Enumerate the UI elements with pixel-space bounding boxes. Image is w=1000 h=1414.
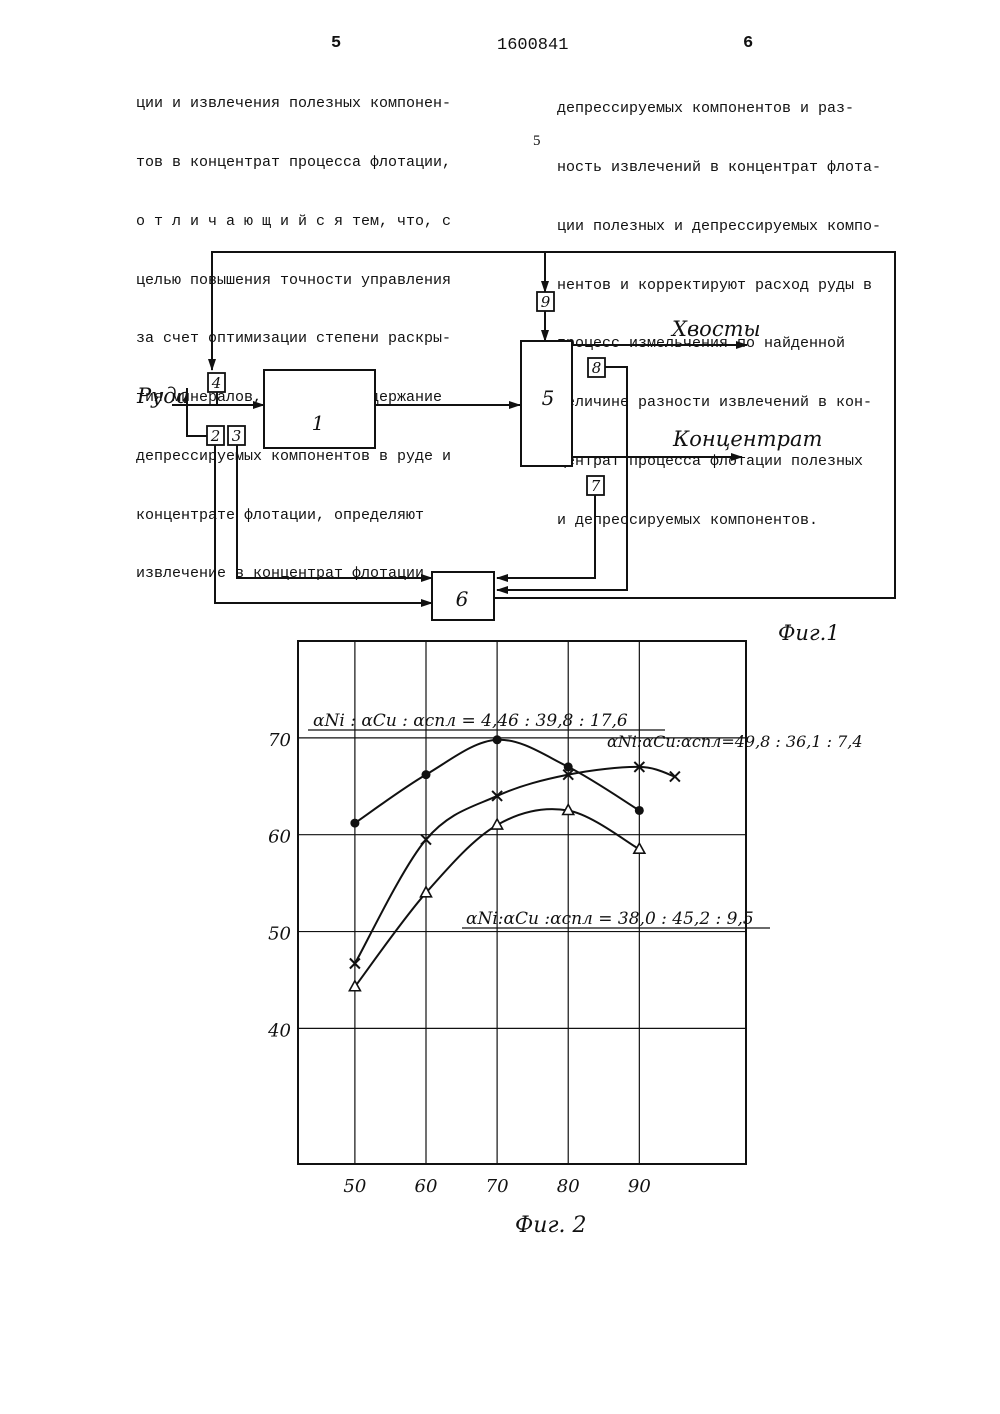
- x-tick-label: 80: [557, 1176, 580, 1197]
- figure-2-caption: Фиг. 2: [515, 1213, 587, 1238]
- data-point-cross: [492, 791, 502, 801]
- x-tick-label: 60: [415, 1176, 438, 1197]
- data-point-triangle: [563, 804, 574, 814]
- sensor-7-label: 7: [591, 477, 601, 495]
- series-line-cross: [355, 767, 675, 964]
- sensor-4-label: 4: [211, 374, 222, 392]
- series-line-dot: [355, 740, 639, 823]
- data-point-dot: [564, 762, 573, 771]
- sensor-2-label: 2: [210, 427, 221, 445]
- block-5-label: 5: [542, 386, 555, 410]
- figure-1-diagram: 2 3 4 7 8 9 1 5 6 Руда Хвосты Концентрат…: [0, 0, 1000, 660]
- data-point-cross: [421, 835, 431, 845]
- data-point-cross: [634, 762, 644, 772]
- data-point-triangle: [634, 843, 645, 853]
- ratio-annotation-top: αNi : αCu : αспл = 4,46 : 39,8 : 17,6: [313, 711, 628, 731]
- concentrate-output-label: Концентрат: [672, 427, 822, 451]
- sensor-8-label: 8: [592, 359, 602, 377]
- data-point-cross: [563, 770, 573, 780]
- x-tick-label: 90: [628, 1176, 651, 1197]
- x-tick-label: 50: [343, 1176, 366, 1197]
- x-tick-label: 70: [486, 1176, 509, 1197]
- data-point-triangle: [492, 819, 503, 829]
- data-point-dot: [493, 735, 502, 744]
- data-point-cross: [350, 959, 360, 969]
- ratio-annotation-right: αNi:αCu:αспл=49,8 : 36,1 : 7,4: [607, 732, 863, 751]
- block-1-label: 1: [312, 411, 325, 435]
- tails-output-label: Хвосты: [670, 317, 761, 341]
- ore-input-label: Руда: [136, 384, 189, 408]
- block-1: [264, 370, 375, 448]
- data-point-dot: [635, 806, 644, 815]
- data-point-cross: [670, 772, 680, 782]
- y-tick-label: 50: [268, 924, 291, 945]
- sensor-9-label: 9: [541, 293, 551, 311]
- y-tick-label: 60: [268, 827, 291, 848]
- data-point-triangle: [349, 981, 360, 991]
- figure-1-caption: Фиг.1: [778, 621, 840, 645]
- ratio-annotation-bottom: αNi:αCu :αспл = 38,0 : 45,2 : 9,5: [466, 909, 754, 929]
- block-6-label: 6: [456, 587, 469, 611]
- data-point-dot: [422, 770, 431, 779]
- data-point-dot: [350, 819, 359, 828]
- data-point-triangle: [421, 887, 432, 897]
- plot-frame: [298, 641, 746, 1164]
- series-line-triangle: [355, 809, 639, 987]
- sensor-3-label: 3: [232, 427, 242, 445]
- y-tick-label: 70: [268, 730, 291, 751]
- y-tick-label: 40: [267, 1020, 291, 1041]
